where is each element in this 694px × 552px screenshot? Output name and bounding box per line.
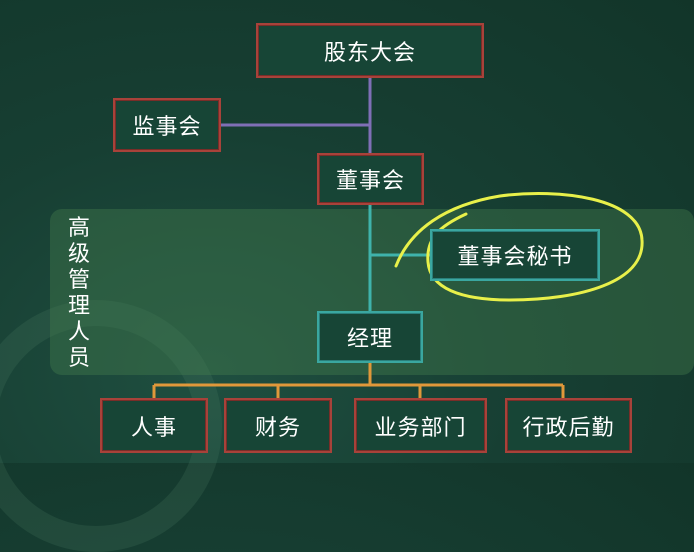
senior-management-label: 高 级 管 理 人 员 bbox=[64, 216, 94, 372]
org-chart: 股东大会 监事会 董事会 董事会秘书 经理 高 级 管 理 人 员 人事 财务 … bbox=[0, 23, 694, 552]
department-label: 财务 bbox=[254, 415, 301, 441]
shareholders-meeting-box: 股东大会 bbox=[256, 23, 484, 78]
department-box-admin: 行政后勤 bbox=[505, 398, 632, 453]
board-of-directors-label: 董事会 bbox=[335, 169, 405, 194]
department-box-business: 业务部门 bbox=[354, 398, 487, 453]
department-label: 业务部门 bbox=[374, 415, 467, 441]
band-char: 人 bbox=[67, 320, 90, 345]
band-char: 员 bbox=[67, 346, 90, 371]
supervisory-board-label: 监事会 bbox=[132, 115, 202, 140]
department-box-hr: 人事 bbox=[100, 398, 208, 453]
manager-label: 经理 bbox=[346, 327, 393, 352]
manager-box: 经理 bbox=[317, 311, 423, 363]
band-char: 理 bbox=[67, 294, 90, 319]
shareholders-meeting-label: 股东大会 bbox=[323, 40, 416, 66]
board-secretary-label: 董事会秘书 bbox=[457, 245, 573, 270]
board-secretary-box: 董事会秘书 bbox=[430, 229, 600, 281]
connector-lines bbox=[152, 78, 644, 398]
board-of-directors-box: 董事会 bbox=[317, 153, 424, 205]
band-char: 管 bbox=[67, 268, 90, 293]
band-char: 高 bbox=[67, 216, 90, 241]
band-char: 级 bbox=[67, 242, 90, 267]
supervisory-board-box: 监事会 bbox=[113, 98, 221, 152]
highlight-ellipse bbox=[394, 191, 644, 302]
department-box-finance: 财务 bbox=[224, 398, 332, 453]
department-label: 行政后勤 bbox=[522, 415, 615, 441]
department-label: 人事 bbox=[130, 415, 177, 441]
